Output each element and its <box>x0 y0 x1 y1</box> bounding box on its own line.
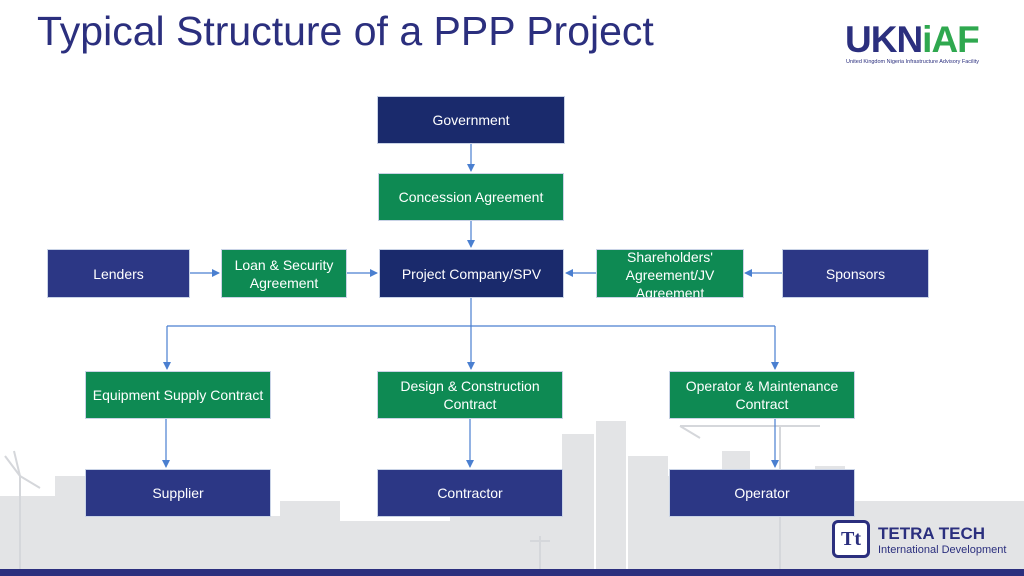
ukniaf-wordmark: UKNiAF <box>845 18 980 62</box>
tetra-tech-mark-icon: Tt <box>832 520 870 558</box>
node-lenders: Lenders <box>47 249 190 298</box>
tetra-tech-name: TETRA TECH <box>878 524 986 543</box>
node-supplier: Supplier <box>85 469 271 517</box>
node-contractor: Contractor <box>377 469 563 517</box>
tetra-tech-logo: Tt TETRA TECH International Development <box>832 518 1012 562</box>
tetra-tech-subtitle: International Development <box>878 544 1007 556</box>
ukniaf-tagline: United Kingdom Nigeria Infrastructure Ad… <box>846 59 979 65</box>
node-concession-agreement: Concession Agreement <box>378 173 564 221</box>
node-operator-maintenance-contract: Operator & Maintenance Contract <box>669 371 855 419</box>
node-project-company-spv: Project Company/SPV <box>379 249 564 298</box>
node-loan-security-agreement: Loan & Security Agreement <box>221 249 347 298</box>
ukniaf-logo: UKNiAF United Kingdom Nigeria Infrastruc… <box>845 18 995 70</box>
node-design-construction-contract: Design & Construction Contract <box>377 371 563 419</box>
bottom-bar <box>0 569 1024 576</box>
page-title: Typical Structure of a PPP Project <box>37 8 654 54</box>
ukniaf-wordmark-iaf: iAF <box>922 19 980 60</box>
node-equipment-supply-contract: Equipment Supply Contract <box>85 371 271 419</box>
node-shareholders-agreement: Shareholders' Agreement/JV Agreement <box>596 249 744 298</box>
node-sponsors: Sponsors <box>782 249 929 298</box>
node-government: Government <box>377 96 565 144</box>
city-skyline-background <box>0 421 1024 576</box>
node-operator: Operator <box>669 469 855 517</box>
ukniaf-wordmark-uk: UKN <box>845 19 923 60</box>
